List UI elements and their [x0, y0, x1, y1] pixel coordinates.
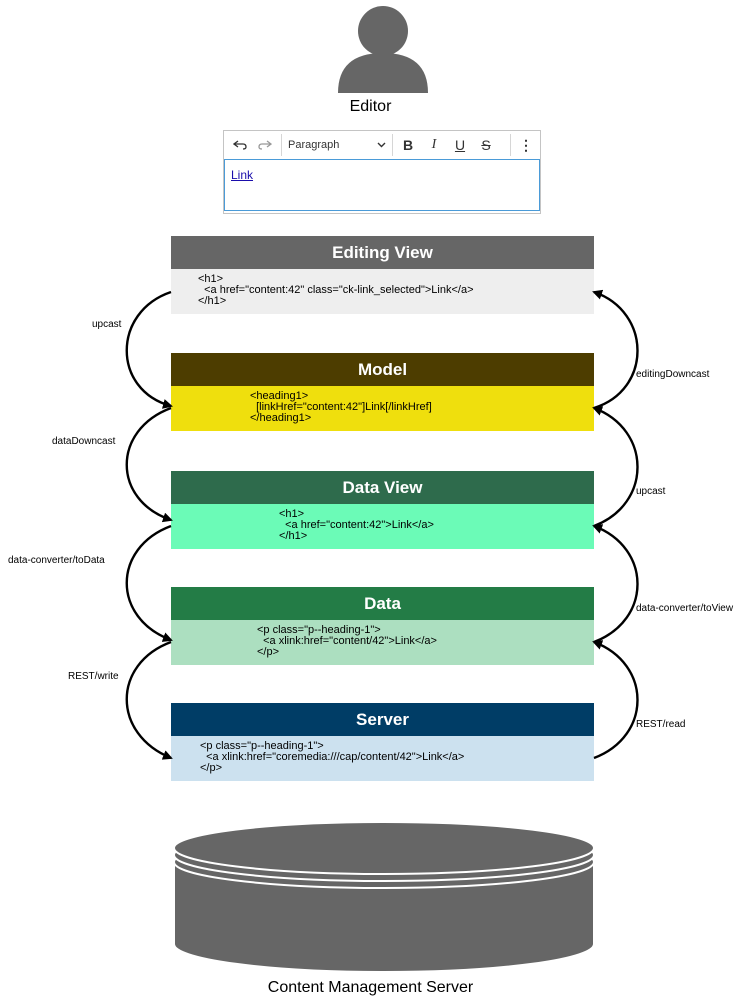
layer-header-model: Model	[171, 353, 594, 386]
label-datadowncast: dataDowncast	[52, 436, 116, 447]
content-link[interactable]: Link	[231, 168, 254, 182]
layer-header-data: Data	[171, 587, 594, 620]
user-avatar-icon	[338, 6, 428, 93]
layer-body-data: <p class="p--heading-1"> <a xlink:href="…	[171, 620, 594, 665]
italic-button[interactable]: I	[431, 137, 437, 152]
label-rest-read: REST/read	[636, 719, 686, 730]
label-rest-write: REST/write	[68, 671, 119, 682]
layer-code: <p class="p--heading-1"> <a xlink:href="…	[257, 624, 437, 658]
label-editingdowncast: editingDowncast	[636, 369, 710, 380]
toolbar-separator	[281, 134, 282, 156]
arrow-datadowncast	[125, 406, 173, 523]
layer-code: <heading1> [linkHref="content:42"]Link[/…	[250, 390, 432, 424]
label-upcast-left: upcast	[92, 319, 122, 330]
arrow-editingdowncast	[592, 289, 639, 410]
paragraph-label: Paragraph	[288, 139, 340, 151]
arrow-toview	[592, 524, 639, 644]
bold-button[interactable]: B	[402, 137, 414, 153]
database-icon	[173, 821, 595, 973]
chevron-down-icon	[377, 142, 386, 148]
label-toview: data-converter/toView	[636, 603, 734, 614]
layer-code: <h1> <a href="content:42">Link</a> </h1>	[279, 508, 434, 542]
toolbar-separator	[392, 134, 393, 156]
more-options-button[interactable]: ⋮	[519, 136, 533, 153]
arrow-todata	[125, 524, 173, 642]
toolbar-separator	[510, 134, 511, 156]
redo-icon	[258, 140, 272, 150]
layer-code: <h1> <a href="content:42" class="ck-link…	[198, 273, 474, 307]
layer-header-editing-view: Editing View	[171, 236, 594, 269]
arrow-rest-read	[592, 640, 639, 760]
arrow-rest-write	[125, 640, 173, 760]
layer-header-server: Server	[171, 703, 594, 736]
undo-icon	[233, 140, 247, 150]
undo-button[interactable]	[230, 135, 250, 155]
underline-button[interactable]: U	[454, 137, 466, 153]
layer-code: <p class="p--heading-1"> <a xlink:href="…	[200, 740, 465, 774]
layer-body-model: <heading1> [linkHref="content:42"]Link[/…	[171, 386, 594, 431]
layer-header-data-view: Data View	[171, 471, 594, 504]
rich-text-editor: Paragraph B I U S ⋮ Link ...	[223, 130, 541, 242]
layer-body-server: <p class="p--heading-1"> <a xlink:href="…	[171, 736, 594, 781]
arrow-upcast-left	[125, 290, 173, 409]
layer-body-editing-view: <h1> <a href="content:42" class="ck-link…	[171, 269, 594, 314]
strikethrough-button[interactable]: S	[481, 137, 491, 153]
server-label: Content Management Server	[267, 979, 474, 996]
arrow-upcast-right	[592, 406, 639, 528]
label-upcast-right: upcast	[636, 486, 666, 497]
redo-button[interactable]	[255, 135, 275, 155]
layer-body-data-view: <h1> <a href="content:42">Link</a> </h1>	[171, 504, 594, 549]
editor-title: Editor	[349, 98, 392, 115]
paragraph-dropdown[interactable]: Paragraph	[288, 135, 386, 155]
label-todata: data-converter/toData	[8, 555, 105, 566]
